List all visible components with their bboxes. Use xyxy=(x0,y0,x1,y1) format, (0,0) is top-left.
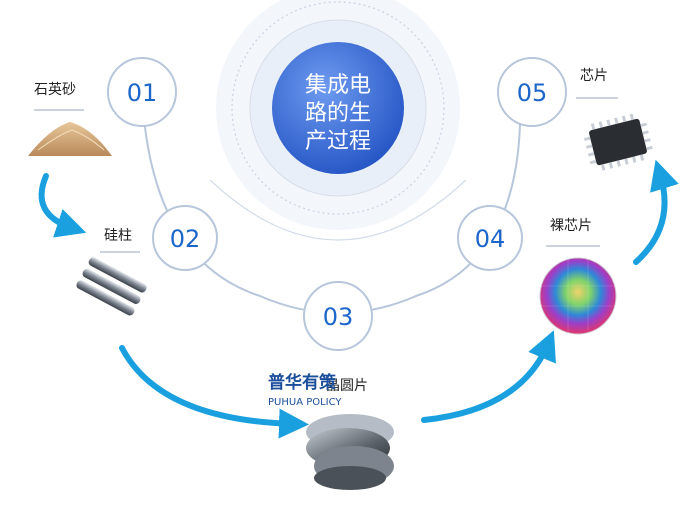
packaged-chip-image xyxy=(584,113,653,171)
step-label-03: 晶圆片 xyxy=(326,378,368,394)
wafer-disk-image xyxy=(306,412,398,492)
arrow-wafer-to-die xyxy=(421,330,556,423)
step-circle-01: 01 xyxy=(107,57,177,127)
step-label-01: 石英砂 xyxy=(34,81,76,98)
step-number-03: 03 xyxy=(323,303,354,331)
step-circle-02: 02 xyxy=(152,205,218,271)
center-title-line-2: 路的生 xyxy=(305,101,371,126)
center-title-line-1: 集成电 xyxy=(305,73,371,98)
watermark-sub: PUHUA POLICY xyxy=(268,397,342,408)
center-circle xyxy=(272,42,404,174)
arrow-die-to-chip xyxy=(633,159,679,265)
bare-die-image xyxy=(539,257,617,335)
step-circle-05: 05 xyxy=(497,57,567,127)
step-circle-03: 03 xyxy=(303,281,373,351)
step-label-05: 芯片 xyxy=(580,68,608,84)
arrow-rod-to-wafer xyxy=(119,345,309,439)
step-number-04: 04 xyxy=(475,225,506,253)
step-label-02: 硅柱 xyxy=(104,228,132,244)
center-title-line-3: 产过程 xyxy=(305,129,371,154)
step-number-02: 02 xyxy=(170,225,201,253)
quartz-sand-image xyxy=(24,112,114,164)
step-number-05: 05 xyxy=(517,79,548,107)
process-arc-inner xyxy=(209,179,467,241)
silicon-rod-image xyxy=(70,256,154,316)
step-label-04: 裸芯片 xyxy=(550,218,592,234)
step-number-01: 01 xyxy=(127,79,158,107)
watermark-name: 普华有策 xyxy=(268,372,337,393)
dotted-ring xyxy=(231,1,445,215)
step-circle-04: 04 xyxy=(457,205,523,271)
arrow-sand-to-rod xyxy=(38,173,87,238)
